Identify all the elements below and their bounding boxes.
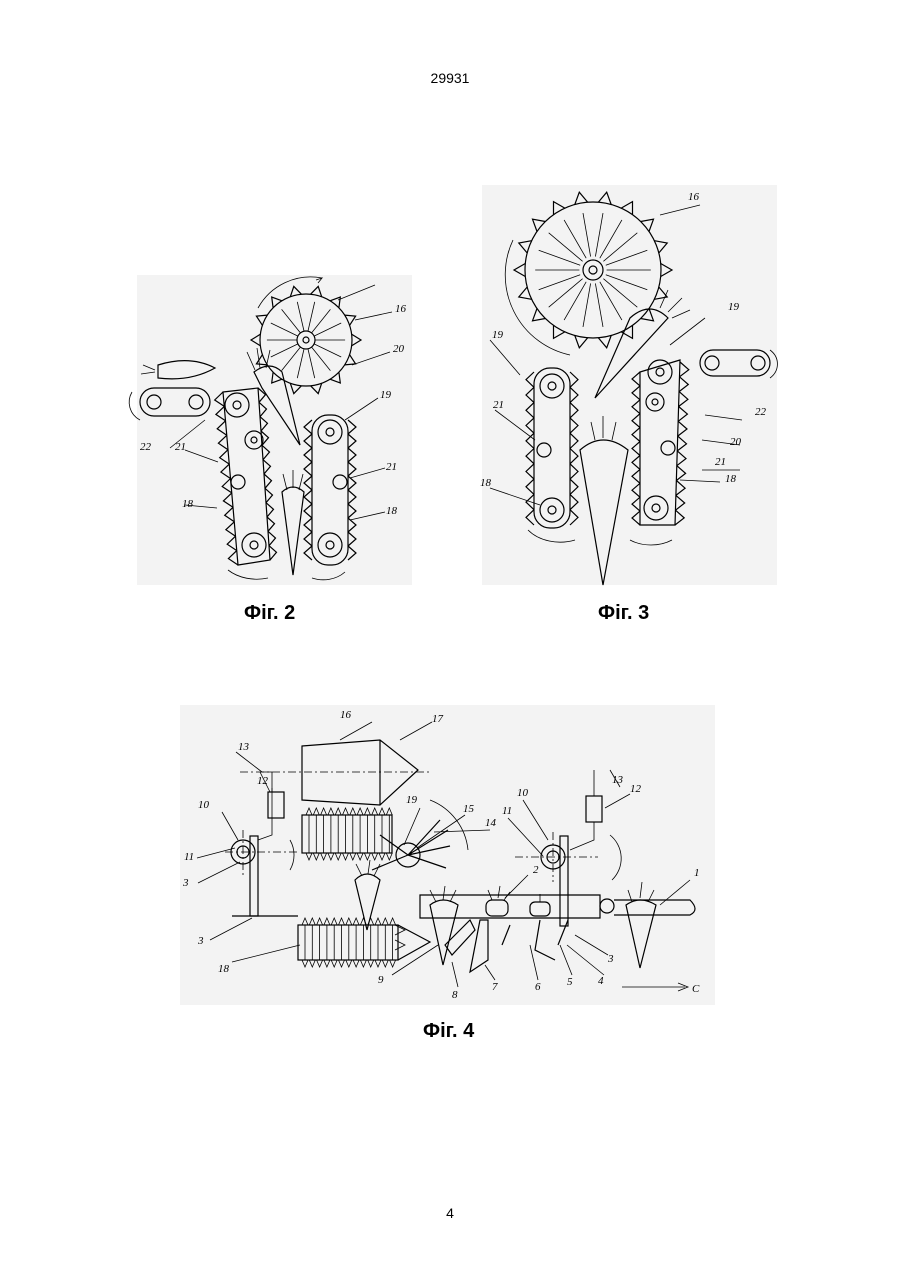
label: 21	[386, 461, 397, 473]
label: 18	[386, 505, 398, 517]
label: 18	[480, 477, 492, 489]
label: 19	[492, 329, 504, 341]
label: 10	[198, 799, 210, 811]
label: 1	[694, 867, 700, 879]
label: 18	[182, 498, 194, 510]
label: 20	[393, 343, 405, 355]
label: 16	[395, 303, 407, 315]
label: 18	[725, 473, 737, 485]
label: 7	[492, 981, 498, 993]
label: 12	[630, 783, 642, 795]
label: 17	[432, 713, 444, 725]
label: 21	[175, 441, 186, 453]
label: 9	[378, 974, 384, 986]
label: 14	[485, 817, 497, 829]
label: 2	[533, 864, 539, 876]
label: 15	[463, 803, 475, 815]
label: 22	[140, 441, 152, 453]
label: 20	[730, 436, 742, 448]
label: 22	[755, 406, 767, 418]
label: 10	[517, 787, 529, 799]
figure-4-drawing: 16 17 13 12 10 11 3 3 19 15 14 10 11 13 …	[180, 705, 715, 1005]
label: 21	[715, 456, 726, 468]
label: 18	[218, 963, 230, 975]
label: 3	[607, 953, 614, 965]
label: 19	[406, 794, 418, 806]
label: 3	[182, 877, 189, 889]
label: 4	[598, 975, 604, 987]
label: 8	[452, 989, 458, 1001]
label: 13	[238, 741, 250, 753]
label: 13	[612, 774, 624, 786]
label: 11	[502, 805, 512, 817]
label: 16	[688, 191, 700, 203]
label: 5	[567, 976, 573, 988]
label: C	[692, 983, 700, 995]
label: 19	[380, 389, 392, 401]
figure-3-drawing: 16 19 19 21 18 22 20 21 18	[480, 185, 777, 585]
label: 11	[184, 851, 194, 863]
label: 12	[257, 775, 269, 787]
figure-2-drawing: 16 20 19 22 21 21 18 18	[129, 275, 412, 585]
label: 19	[728, 301, 740, 313]
label: 6	[535, 981, 541, 993]
label: 21	[493, 399, 504, 411]
label: 3	[197, 935, 204, 947]
label: 16	[340, 709, 352, 721]
